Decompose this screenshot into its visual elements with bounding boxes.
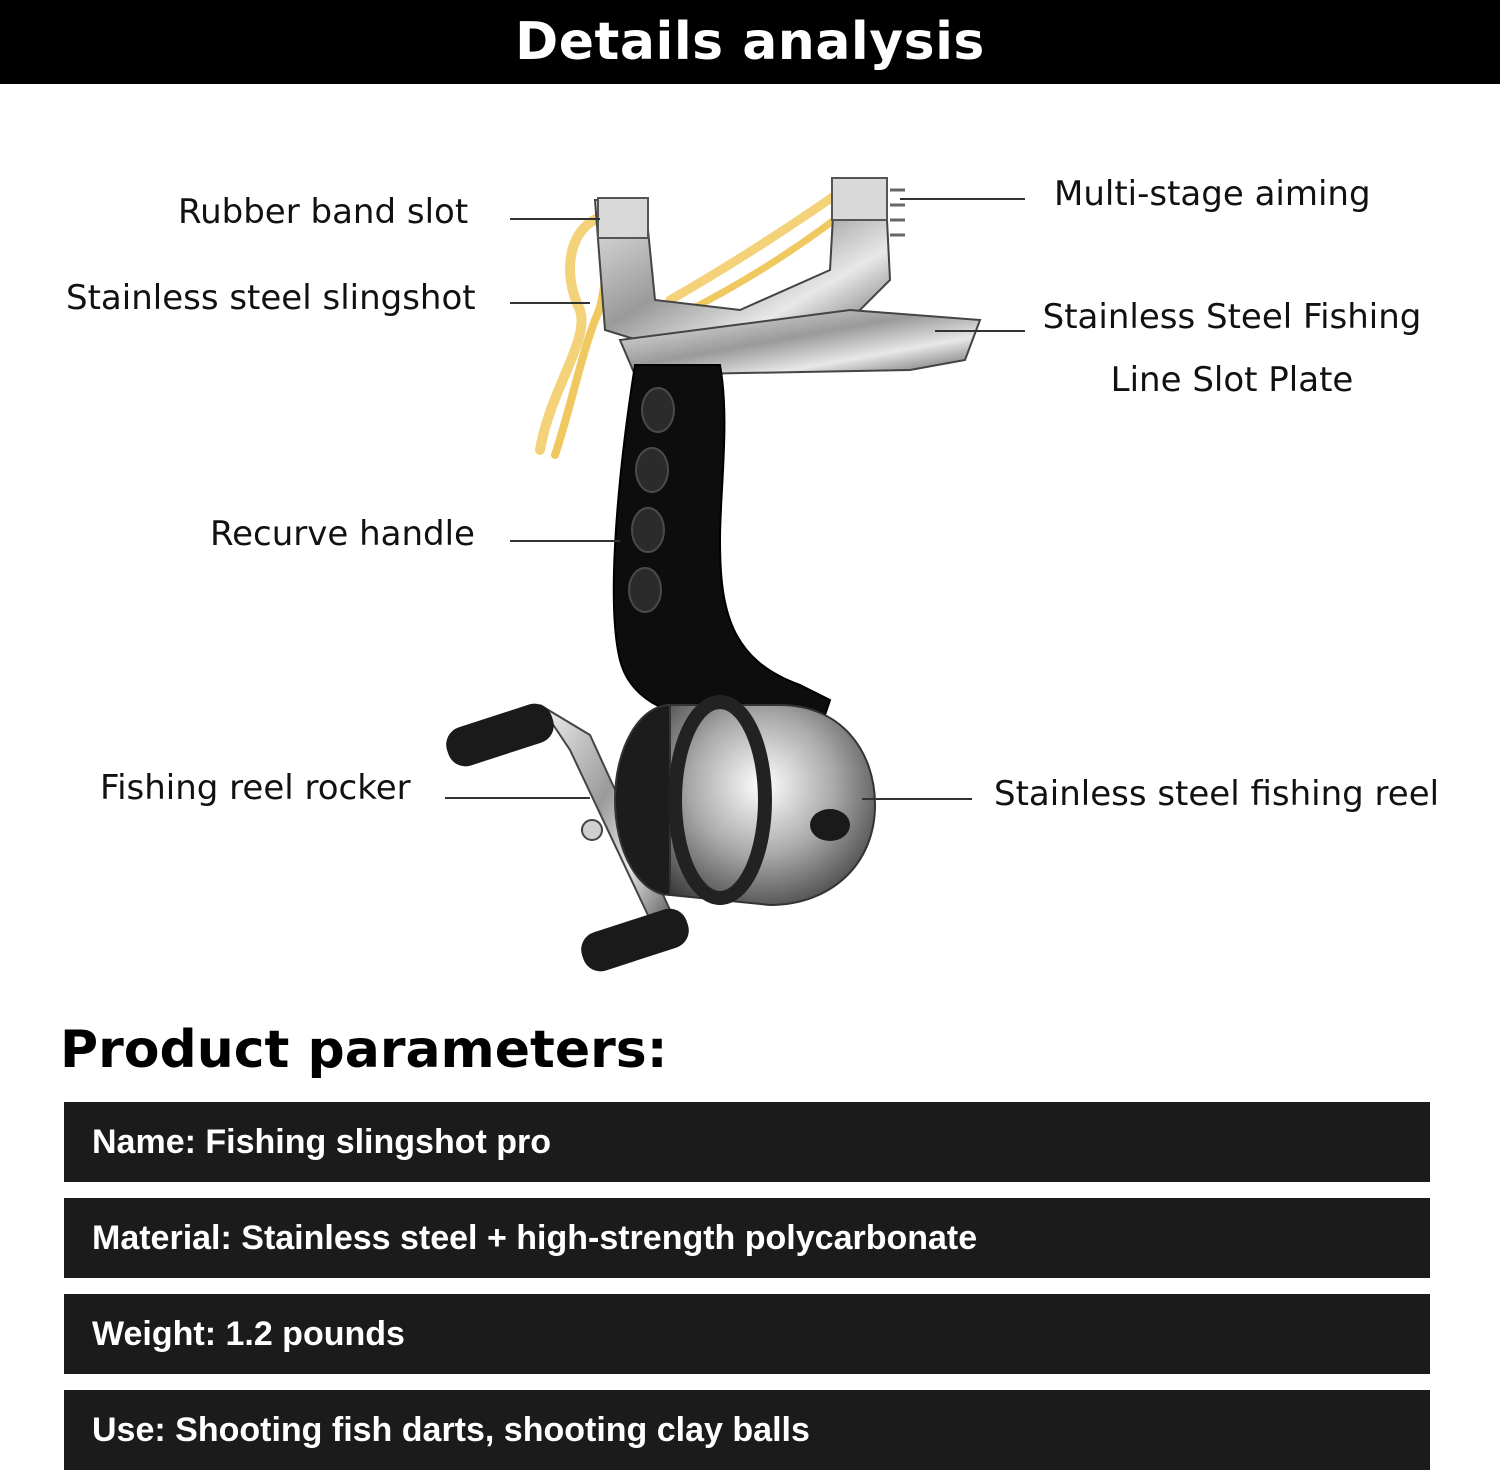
param-text: Use: Shooting fish darts, shooting clay …: [92, 1410, 810, 1449]
callout-fishing-reel-rocker: Fishing reel rocker: [100, 768, 411, 808]
param-row-name: Name: Fishing slingshot pro: [64, 1102, 1430, 1182]
param-text: Material: Stainless steel + high-strengt…: [92, 1218, 978, 1257]
param-text: Weight: 1.2 pounds: [92, 1314, 405, 1353]
leader-line-rubber-band-slot: [510, 218, 600, 220]
leader-line-fishing-line-slot-plate: [935, 330, 1025, 332]
callout-fishing-line-slot-plate-line2: Line Slot Plate: [1110, 360, 1354, 400]
leader-line-stainless-steel-slingshot: [510, 302, 590, 304]
callout-stainless-steel-fishing-reel: Stainless steel fishing reel: [994, 774, 1440, 814]
page-title: Details analysis: [515, 12, 985, 72]
leader-line-stainless-steel-fishing-reel: [862, 798, 972, 800]
leader-line-multi-stage-aiming: [900, 198, 1025, 200]
parameters-title: Product parameters:: [60, 1020, 668, 1080]
header-bar: Details analysis: [0, 0, 1500, 84]
param-row-material: Material: Stainless steel + high-strengt…: [64, 1198, 1430, 1278]
param-row-weight: Weight: 1.2 pounds: [64, 1294, 1430, 1374]
param-row-use: Use: Shooting fish darts, shooting clay …: [64, 1390, 1430, 1470]
callout-multi-stage-aiming: Multi-stage aiming: [1054, 174, 1371, 214]
callout-stainless-steel-slingshot: Stainless steel slingshot: [66, 278, 476, 318]
leader-line-fishing-reel-rocker: [445, 797, 590, 799]
callout-recurve-handle: Recurve handle: [210, 514, 475, 554]
param-text: Name: Fishing slingshot pro: [92, 1122, 552, 1161]
slingshot-product-image: [446, 177, 982, 972]
callout-rubber-band-slot: Rubber band slot: [178, 192, 469, 232]
callout-fishing-line-slot-plate-line1: Stainless Steel Fishing: [1042, 297, 1422, 337]
leader-line-recurve-handle: [510, 540, 620, 542]
